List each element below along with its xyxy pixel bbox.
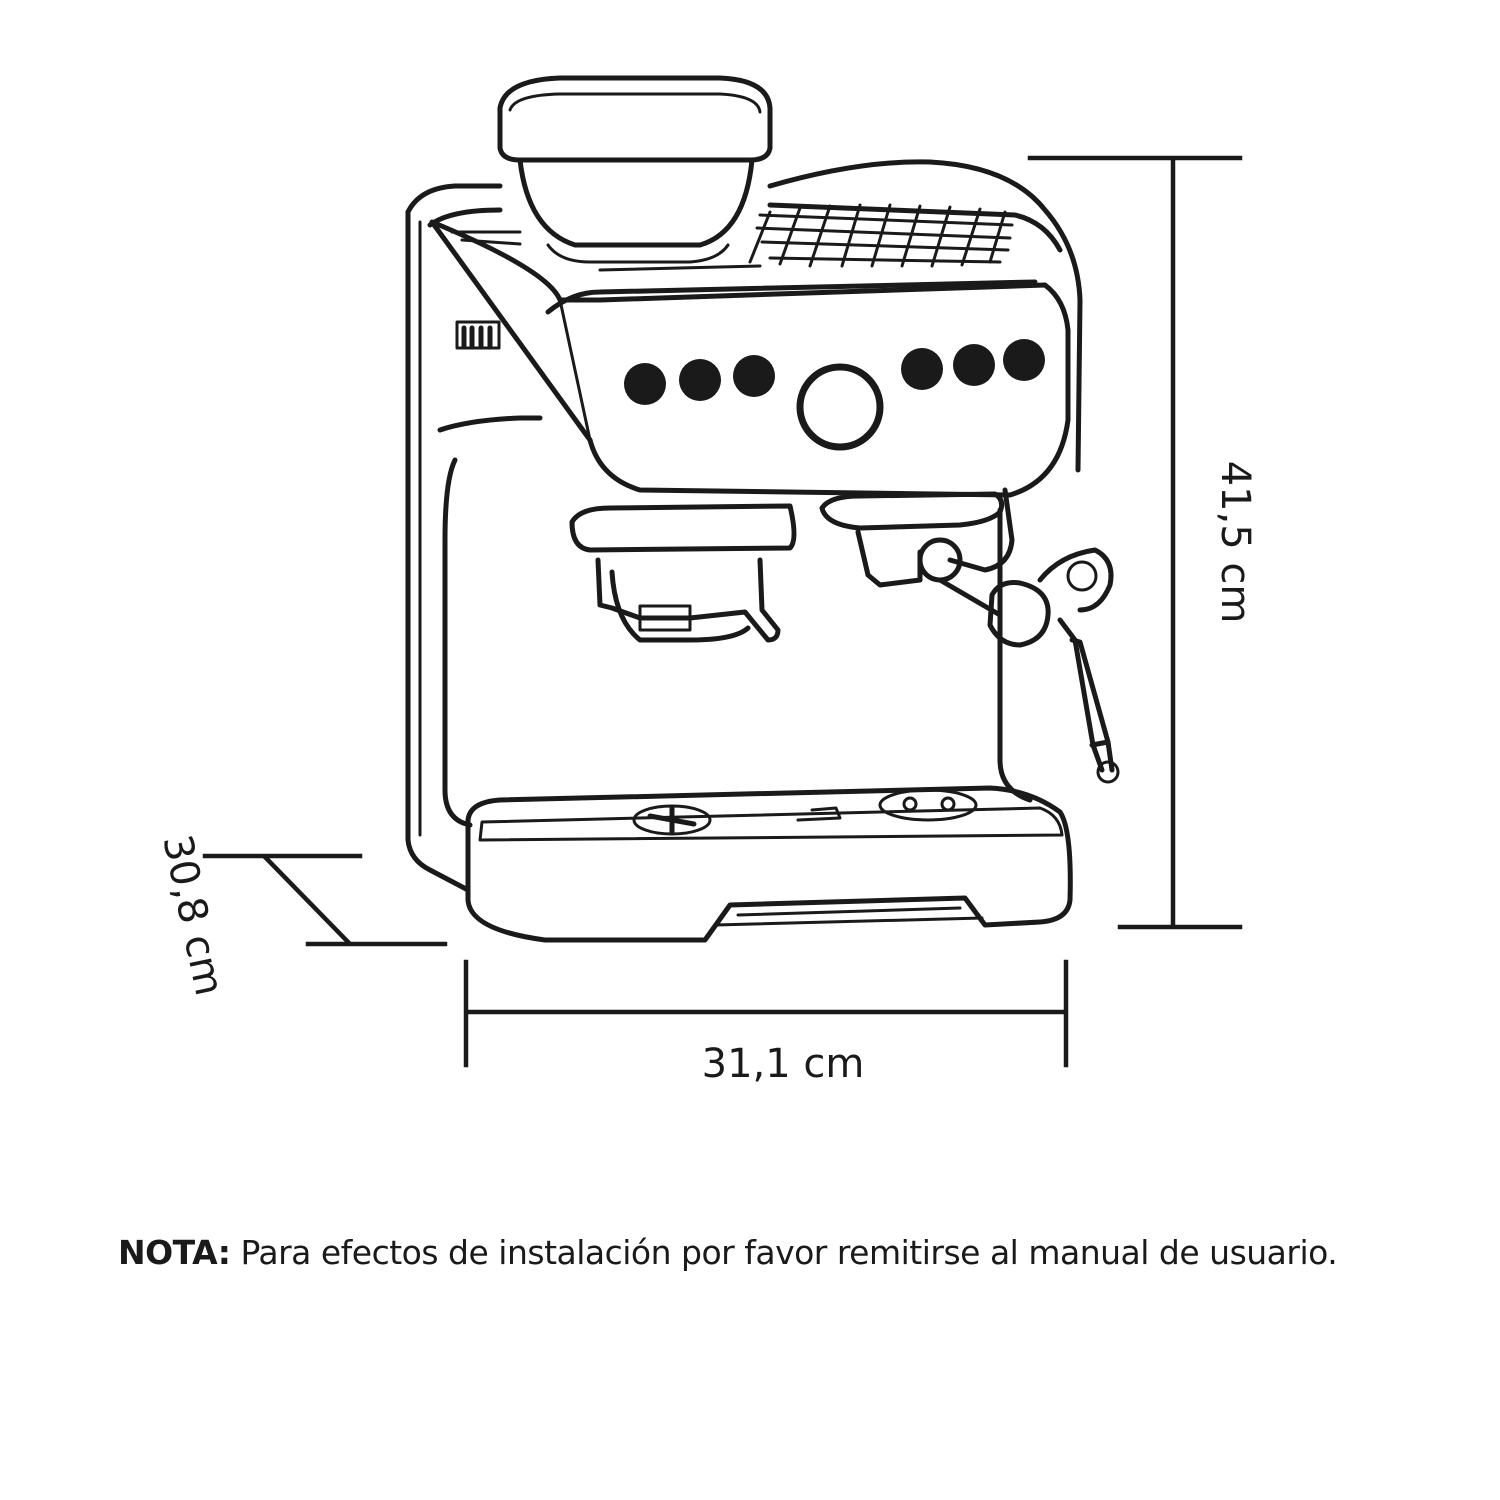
width-dimension-label: 31,1 cm [702,1041,865,1087]
top-cup-warmer-grill [427,202,1063,272]
brew-head-icon [819,491,1005,588]
height-dimension-line [1027,155,1243,930]
note-text: Para efectos de instalación por favor re… [230,1233,1338,1272]
drip-tray-symbol-icon [632,788,978,836]
steam-wand-icon [917,487,1120,784]
bean-hopper-icon [497,75,773,264]
button-2-icon [679,359,721,401]
drip-tray-icon [465,785,1073,943]
button-4-icon [901,348,943,390]
power-switch-icon [455,320,501,350]
height-dimension-label: 41,5 cm [1212,461,1258,624]
machine-lower-housing [437,415,543,828]
depth-dimension-line [202,853,448,947]
portafilter-icon [569,503,797,643]
installation-note: NOTA: Para efectos de instalación por fa… [118,1233,1418,1272]
button-3-icon [733,355,775,397]
control-panel [429,219,1071,498]
dial-knob-icon [796,363,884,451]
espresso-machine-drawing [405,75,1120,943]
machine-top-outline [405,159,1083,473]
button-1-icon [624,363,666,405]
button-5-icon [953,344,995,386]
width-dimension-line [463,959,1069,1068]
note-prefix: NOTA: [118,1233,231,1272]
button-6-icon [1003,339,1045,381]
